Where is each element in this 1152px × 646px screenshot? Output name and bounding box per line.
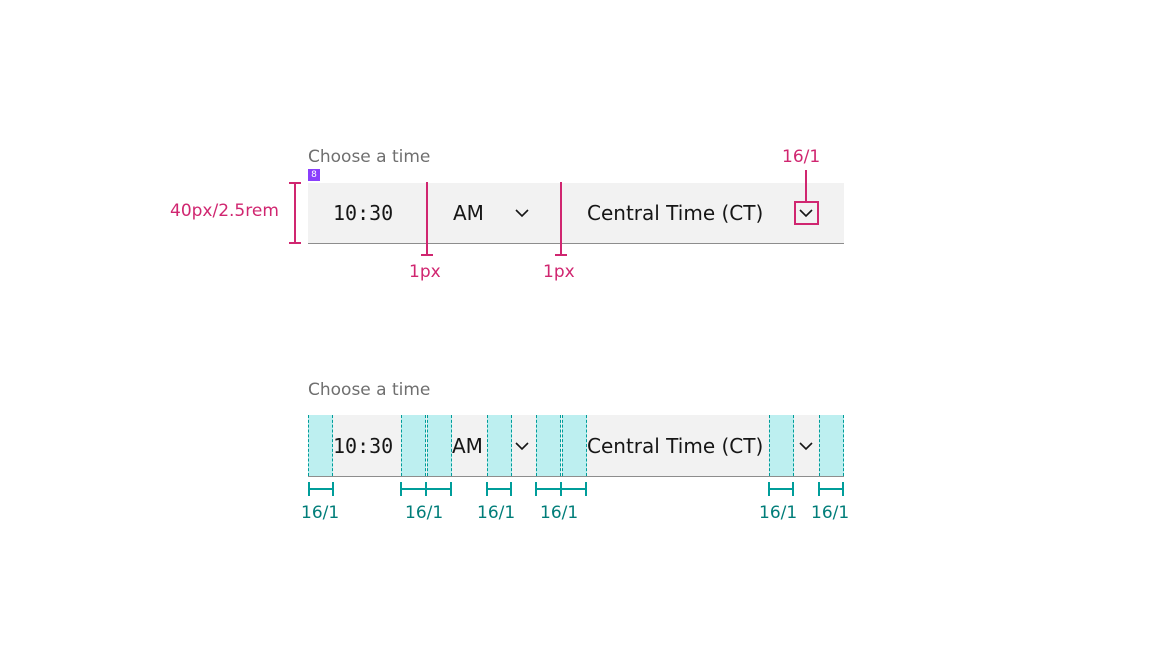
divider-marker-2-cap: [555, 254, 567, 256]
chevron-down-icon[interactable]: [798, 438, 814, 454]
padding-spec-label: 16/1: [477, 503, 516, 523]
period-select-value[interactable]: AM: [453, 201, 484, 225]
padding-measure: [818, 482, 844, 496]
padding-zone: [536, 415, 561, 476]
height-spec-bottom-cap: [289, 242, 301, 244]
icon-size-highlight: [794, 201, 819, 225]
timezone-select-value[interactable]: Central Time (CT): [587, 434, 764, 458]
height-spec-line: [294, 182, 296, 243]
padding-measure-pair: [535, 482, 587, 496]
divider-spec-1: 1px: [409, 262, 441, 282]
icon-size-spec: 16/1: [782, 147, 821, 167]
padding-spec-label: 16/1: [405, 503, 444, 523]
height-spec: 40px/2.5rem: [170, 201, 279, 221]
time-picker-label: Choose a time: [308, 380, 431, 400]
padding-measure: [308, 482, 334, 496]
time-picker-field: [308, 183, 844, 244]
padding-measure-pair: [400, 482, 452, 496]
timezone-select-value[interactable]: Central Time (CT): [587, 201, 764, 225]
chevron-down-icon[interactable]: [798, 205, 814, 221]
chevron-down-icon[interactable]: [514, 438, 530, 454]
time-input[interactable]: 10:30: [333, 434, 394, 458]
padding-spec-label: 16/1: [811, 503, 850, 523]
padding-measure: [486, 482, 512, 496]
padding-zone: [562, 415, 587, 476]
divider-marker-1-cap: [421, 254, 433, 256]
time-input[interactable]: 10:30: [333, 201, 394, 225]
padding-spec-label: 16/1: [301, 503, 340, 523]
padding-zone: [427, 415, 452, 476]
time-picker-label: Choose a time: [308, 147, 431, 167]
chevron-down-icon[interactable]: [514, 205, 530, 221]
period-select-value[interactable]: AM: [452, 434, 483, 458]
padding-zone: [401, 415, 426, 476]
padding-zone: [487, 415, 512, 476]
divider-spec-2: 1px: [543, 262, 575, 282]
divider-marker-1: [426, 182, 428, 255]
padding-zone: [819, 415, 844, 476]
icon-spec-leader: [805, 170, 807, 201]
padding-spec-label: 16/1: [759, 503, 798, 523]
padding-measure: [768, 482, 794, 496]
divider-marker-2: [560, 182, 562, 255]
spacing-badge: 8: [308, 169, 320, 181]
padding-zone: [769, 415, 794, 476]
padding-spec-label: 16/1: [540, 503, 579, 523]
padding-zone: [308, 415, 333, 476]
